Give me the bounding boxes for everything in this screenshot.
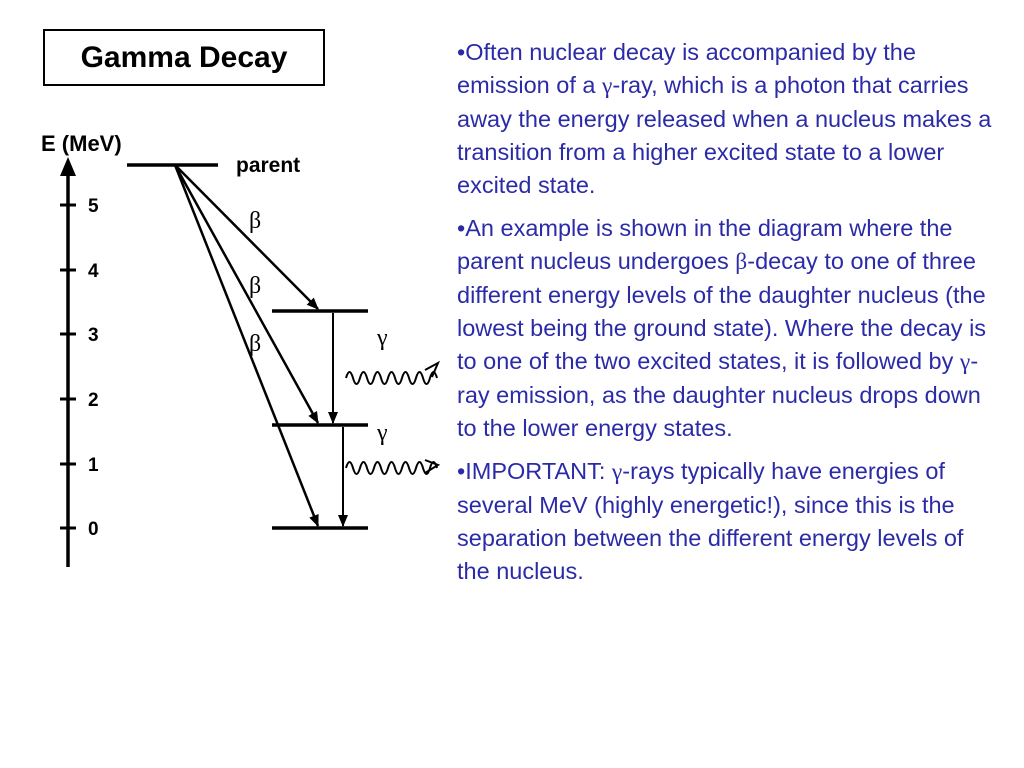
text-span: -ray emission, as the daughter nucleus d…	[457, 348, 981, 441]
gamma-symbol: γ	[601, 73, 613, 99]
axis-tick-labels: 5 4 3 2 1 0	[88, 196, 99, 540]
text-span: -rays typically have energies of several…	[457, 458, 964, 584]
gamma-label: γ	[376, 325, 388, 351]
beta-label: β	[249, 273, 261, 299]
beta-decay-arrow-mid	[173, 164, 320, 424]
paragraph-important: •IMPORTANT: γ-rays typically have energi…	[457, 455, 997, 588]
beta-symbol: β	[735, 249, 748, 275]
tick-label: 3	[88, 325, 99, 346]
tick-label: 4	[88, 261, 99, 282]
gamma-ray-arrowhead-upper	[424, 360, 441, 378]
text-span: •An example is shown in the diagram wher…	[457, 215, 953, 274]
gamma-ray-arrowhead-lower	[424, 459, 441, 474]
parent-label: parent	[236, 154, 300, 177]
gamma-label: γ	[376, 420, 388, 446]
gamma-symbol: γ	[959, 349, 971, 375]
beta-label: β	[249, 208, 261, 234]
paragraph-example: •An example is shown in the diagram wher…	[457, 212, 997, 445]
text-span: -decay to one of three different energy …	[457, 248, 987, 374]
explanation-text: •Often nuclear decay is accompanied by t…	[457, 36, 997, 598]
energy-axis-arrowhead	[60, 157, 76, 176]
text-span: -ray, which is a photon that carries awa…	[457, 72, 992, 198]
slide-title: Gamma Decay	[43, 29, 325, 86]
beta-decay-arrow-ground	[173, 164, 320, 527]
tick-label: 0	[88, 519, 99, 540]
text-span: •IMPORTANT:	[457, 458, 612, 484]
gamma-ray-wave-upper	[345, 371, 438, 385]
gamma-ray-wave-lower	[345, 461, 438, 475]
tick-label: 5	[88, 196, 99, 217]
tick-label: 1	[88, 455, 99, 476]
axis-label: E (MeV)	[41, 131, 122, 156]
beta-decay-arrow-high	[174, 164, 319, 310]
text-span: •Often nuclear decay is accompanied by t…	[457, 39, 916, 98]
gamma-symbol: γ	[611, 459, 623, 485]
beta-label: β	[249, 331, 261, 357]
tick-label: 2	[88, 390, 99, 411]
paragraph-gamma-emission: •Often nuclear decay is accompanied by t…	[457, 36, 997, 202]
energy-level-diagram: E (MeV) 5 4 3 2 1 0 parent β β β γ γ	[41, 131, 441, 567]
axis-ticks	[60, 203, 76, 530]
